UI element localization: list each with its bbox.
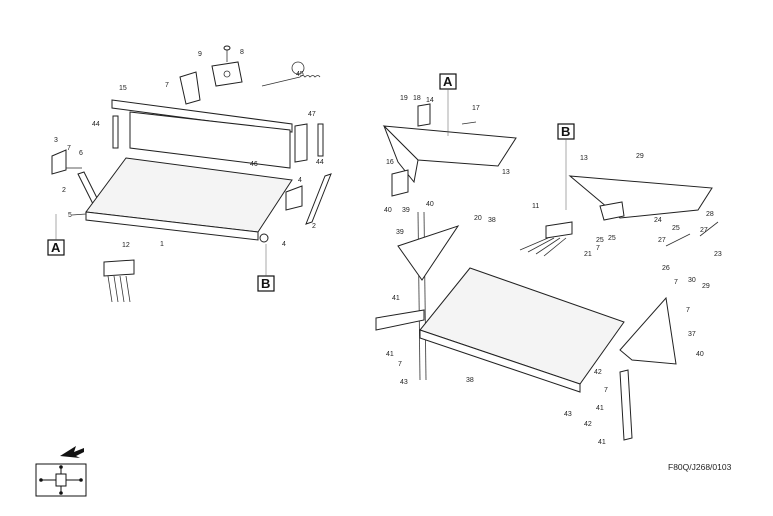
section-label-a-left: A xyxy=(51,240,61,255)
reference-code: F80Q/J268/0103 xyxy=(668,462,732,472)
callout: 43 xyxy=(400,379,408,386)
callout: 23 xyxy=(714,251,722,258)
rod-26 xyxy=(665,233,691,247)
callout: 13 xyxy=(502,169,510,176)
strip-44-right xyxy=(317,123,324,157)
callout: 25 xyxy=(596,237,604,244)
clip-4 xyxy=(259,233,269,243)
callout: 13 xyxy=(580,155,588,162)
callout: 42 xyxy=(594,369,602,376)
callout: 25 xyxy=(672,225,680,232)
bracket-16 xyxy=(417,103,431,127)
section-label-b-left: B xyxy=(261,276,270,291)
shelf-1 xyxy=(71,157,293,241)
rod-27 xyxy=(699,221,719,237)
bolt-18 xyxy=(461,121,477,125)
callout: 9 xyxy=(198,51,202,58)
callout: 41 xyxy=(392,295,400,302)
rail-2-right xyxy=(305,173,332,225)
callout: 38 xyxy=(466,377,474,384)
callout: 39 xyxy=(396,229,404,236)
callout: 30 xyxy=(688,277,696,284)
callout: 44 xyxy=(316,159,324,166)
callout: 42 xyxy=(584,421,592,428)
callout: 7 xyxy=(686,307,690,314)
section-label-a-right: A xyxy=(443,74,453,89)
callout: 17 xyxy=(472,105,480,112)
callout: 16 xyxy=(386,159,394,166)
rail-39 xyxy=(375,309,425,331)
callout: 2 xyxy=(62,187,66,194)
callout: 29 xyxy=(636,153,644,160)
callout: 2 xyxy=(312,223,316,230)
callout: 40 xyxy=(696,351,704,358)
tines-11 xyxy=(519,221,573,257)
callout: 40 xyxy=(384,207,392,214)
callout: 28 xyxy=(706,211,714,218)
callout: 24 xyxy=(654,217,662,224)
callout: 6 xyxy=(79,150,83,157)
callout: 3 xyxy=(54,137,58,144)
callout: 37 xyxy=(688,331,696,338)
section-label-b-right: B xyxy=(561,124,570,139)
frame-13 xyxy=(568,175,713,221)
callout: 46 xyxy=(250,161,258,168)
callout: 21 xyxy=(584,251,592,258)
direction-arrow-icon xyxy=(60,446,84,458)
callout: 8 xyxy=(240,49,244,56)
tines-12 xyxy=(103,259,135,303)
callout: 4 xyxy=(298,177,302,184)
callout: 27 xyxy=(700,227,708,234)
callout: 41 xyxy=(598,439,606,446)
panel-37 xyxy=(619,296,677,365)
bracket-8 xyxy=(179,71,201,105)
callout: 47 xyxy=(308,111,316,118)
callout: 41 xyxy=(386,351,394,358)
callout: 7 xyxy=(398,361,402,368)
callout: 27 xyxy=(658,237,666,244)
callout: 39 xyxy=(402,207,410,214)
bracket-17 xyxy=(391,169,409,197)
callout: 26 xyxy=(662,265,670,272)
back-panel-15 xyxy=(111,99,293,169)
panel-36 xyxy=(397,225,460,281)
callout: 5 xyxy=(68,212,72,219)
callout: 11 xyxy=(532,203,539,210)
callout: 7 xyxy=(596,245,600,252)
callout: 19 xyxy=(400,95,408,102)
callout: 7 xyxy=(67,145,71,152)
bracket-3-right xyxy=(285,185,303,211)
callout: 7 xyxy=(165,82,169,89)
callout: 1 xyxy=(160,241,164,248)
rod-40-a xyxy=(417,211,421,381)
callout: 44 xyxy=(92,121,100,128)
strip-44-left xyxy=(112,115,119,149)
orientation-icon xyxy=(35,463,87,497)
callout: 38 xyxy=(488,217,496,224)
callout: 29 xyxy=(702,283,710,290)
bracket-47 xyxy=(294,123,308,163)
bracket-3-left xyxy=(51,149,82,175)
callout: 43 xyxy=(564,411,572,418)
callout: 14 xyxy=(426,97,434,104)
spring-45 xyxy=(261,61,321,87)
callout: 4 xyxy=(282,241,286,248)
callout: 12 xyxy=(122,242,130,249)
bracket-9 xyxy=(211,45,243,87)
rail-38 xyxy=(619,369,633,441)
callout: 45 xyxy=(296,71,304,78)
callout: 41 xyxy=(596,405,604,412)
callout: 15 xyxy=(119,85,127,92)
callout: 40 xyxy=(426,201,434,208)
shelf-33 xyxy=(419,267,625,393)
callout: 25 xyxy=(608,235,616,242)
callout: 7 xyxy=(674,279,678,286)
callout: 18 xyxy=(413,95,421,102)
callout: 20 xyxy=(474,215,482,222)
callout: 7 xyxy=(604,387,608,394)
frame-14 xyxy=(382,125,517,184)
